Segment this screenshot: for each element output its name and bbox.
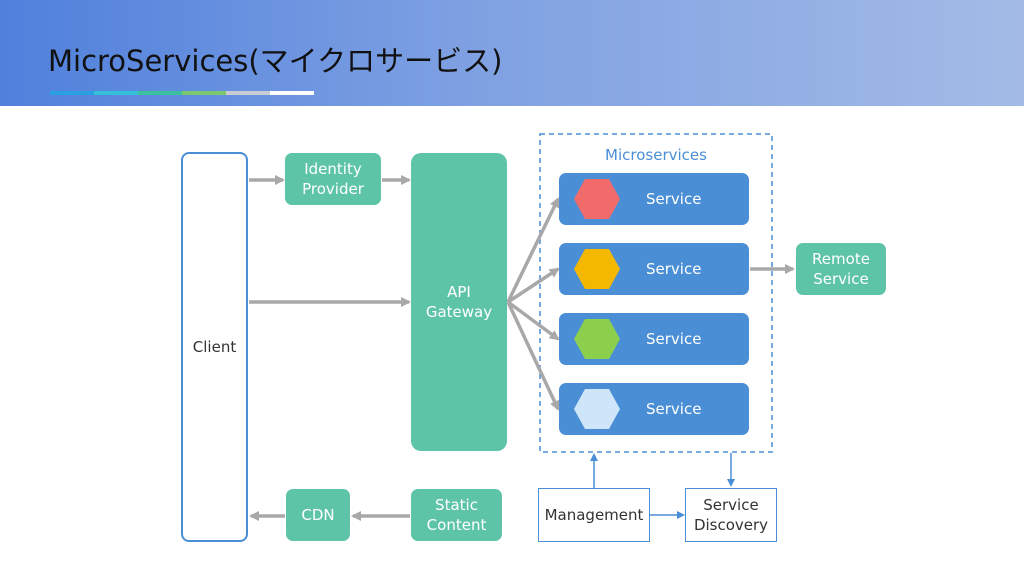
microservices-label: Microservices — [605, 146, 707, 164]
accent-segment — [50, 91, 94, 95]
client-box: Client — [181, 152, 248, 542]
accent-segment — [226, 91, 270, 95]
api-gateway-box: API Gateway — [411, 153, 507, 451]
accent-segment — [138, 91, 182, 95]
api-gateway-label: API Gateway — [425, 283, 493, 321]
management-label: Management — [544, 506, 644, 524]
client-label: Client — [192, 338, 237, 356]
page-title: MicroServices(マイクロサービス) — [48, 44, 503, 78]
microservices-boundary — [539, 133, 773, 453]
cdn-box: CDN — [286, 489, 350, 541]
arrow-gateway-to-service-2 — [507, 267, 560, 304]
header-banner: MicroServices(マイクロサービス) — [0, 0, 1024, 106]
static-content-box: Static Content — [411, 489, 502, 541]
management-box: Management — [538, 488, 650, 542]
service-box: Service — [559, 173, 749, 225]
arrow-gateway-to-service-1 — [506, 197, 560, 303]
cdn-label: CDN — [301, 506, 335, 524]
arrow-gateway-to-service-3 — [506, 300, 560, 341]
static-content-label: Static Content — [426, 496, 487, 534]
accent-segment — [182, 91, 226, 95]
hexagon-icon — [574, 389, 620, 429]
remote-service-box: Remote Service — [796, 243, 886, 295]
service-box: Service — [559, 383, 749, 435]
service-discovery-label: Service Discovery — [693, 496, 769, 534]
service-discovery-box: Service Discovery — [685, 488, 777, 542]
arrow-gateway-to-service-4 — [506, 301, 560, 411]
service-label: Service — [646, 330, 702, 348]
accent-segment — [270, 91, 314, 95]
hexagon-icon — [574, 319, 620, 359]
service-label: Service — [646, 190, 702, 208]
service-label: Service — [646, 400, 702, 418]
service-box: Service — [559, 313, 749, 365]
identity-provider-label: Identity Provider — [302, 160, 364, 198]
remote-service-label: Remote Service — [812, 250, 870, 288]
accent-segment — [94, 91, 138, 95]
identity-provider-box: Identity Provider — [285, 153, 381, 205]
service-box: Service — [559, 243, 749, 295]
hexagon-icon — [574, 179, 620, 219]
hexagon-icon — [574, 249, 620, 289]
service-label: Service — [646, 260, 702, 278]
